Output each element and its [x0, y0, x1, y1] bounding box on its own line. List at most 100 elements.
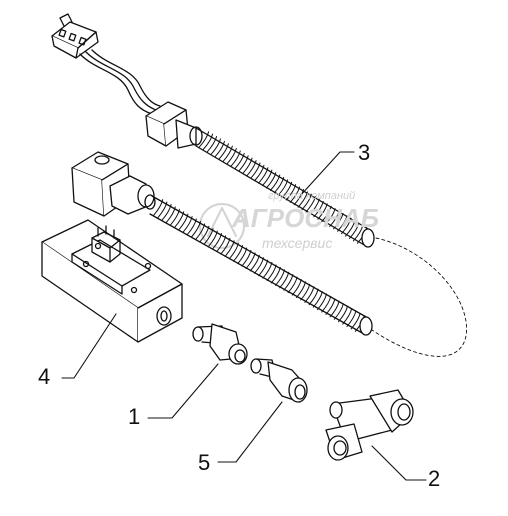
leader-2 [371, 445, 427, 481]
thread-ridge [246, 160, 257, 177]
thread-ridge [297, 191, 308, 208]
thread-ridge [222, 145, 233, 163]
callout-3: 3 [358, 140, 371, 165]
thread-ridge [161, 203, 172, 221]
thread-ridge [283, 274, 294, 291]
thread-ridge [275, 269, 285, 286]
thread-ridge [341, 217, 352, 235]
watermark-emblem-icon [199, 203, 245, 249]
thread-ridge [199, 225, 210, 243]
thread-ridge [304, 286, 315, 303]
thread-ridge [216, 235, 227, 253]
thread-ridge [224, 240, 235, 257]
leader-5 [217, 401, 283, 463]
thread-ridge [210, 138, 221, 155]
thread-ridge [312, 291, 323, 308]
thread-ridge [300, 283, 311, 301]
thread-ridge [325, 208, 336, 225]
thread-ridge [273, 176, 285, 194]
fitting-part-5 [250, 358, 308, 403]
thread-ridge [350, 312, 361, 330]
watermark-line2: АГРОСНАБ [232, 203, 380, 233]
thread-ridge [258, 167, 269, 184]
thread-ridge [250, 162, 261, 179]
elbow-tee-part-2 [325, 389, 414, 461]
thread-ridge [342, 308, 353, 325]
thread-ridge [249, 254, 260, 272]
threaded-tube-upper [195, 127, 375, 248]
callout-1: 1 [128, 404, 141, 429]
thread-ridge [329, 210, 340, 227]
thread-ridge [228, 242, 239, 260]
solenoid-coil [71, 151, 156, 217]
watermark-line1: группа компаний [268, 190, 356, 202]
thread-ridge [245, 252, 256, 269]
thread-ridge [352, 225, 364, 242]
thread-ridge [338, 305, 348, 323]
thread-ridge [296, 281, 306, 298]
leader-3 [299, 151, 355, 197]
thread-ridge [309, 198, 320, 215]
thread-ridge [277, 179, 289, 196]
thread-ridge [329, 300, 340, 318]
thread-ridge [241, 249, 252, 267]
thread-ridge [157, 201, 168, 219]
thread-ridge [348, 222, 360, 239]
thread-ridge [317, 203, 328, 220]
thread-ridge [262, 169, 273, 187]
thread-ridge [226, 148, 237, 165]
thread-ridge [337, 215, 348, 232]
valve-block [41, 219, 183, 343]
thread-ridge [170, 208, 180, 226]
thread-ridge [191, 220, 201, 238]
thread-ridge [258, 259, 269, 277]
thread-ridge [289, 186, 301, 203]
thread-ridge [269, 174, 281, 191]
thread-ridge [333, 212, 344, 230]
sensor-head [145, 101, 203, 149]
thread-ridge [262, 262, 273, 279]
thread-ridge [195, 223, 206, 240]
thread-ridge [214, 140, 225, 158]
thread-ridge [254, 164, 265, 182]
thread-ridge [238, 155, 249, 172]
thread-ridge [279, 271, 290, 289]
thread-ridge [301, 193, 312, 211]
thread-ridge [291, 278, 302, 296]
phantom-line [371, 237, 467, 357]
thread-ridge [153, 199, 164, 216]
thread-ridge [321, 205, 332, 223]
thread-ridge [270, 266, 281, 284]
leader-4 [61, 313, 117, 379]
thread-ridge [346, 310, 357, 328]
fitting-part-1 [192, 323, 248, 365]
thread-ridge [174, 211, 185, 228]
thread-ridge [293, 188, 304, 206]
callout-2: 2 [428, 466, 441, 491]
thread-ridge [203, 228, 214, 245]
thread-ridge [285, 184, 297, 201]
thread-ridge [207, 230, 218, 248]
callout-4: 4 [38, 364, 51, 389]
thread-ridge [178, 213, 189, 231]
thread-ridge [186, 218, 197, 236]
thread-ridge [234, 152, 245, 170]
thread-ridge [287, 276, 298, 294]
connector-plug [51, 13, 99, 59]
thread-ridge [308, 288, 319, 306]
wire-bundle [79, 49, 161, 115]
callout-5: 5 [198, 450, 211, 475]
thread-ridge [233, 245, 243, 262]
thread-ridge [313, 200, 324, 218]
thread-ridge [265, 172, 277, 189]
thread-ridge [218, 143, 229, 160]
thread-ridge [182, 216, 193, 233]
thread-ridge [317, 293, 327, 311]
leader-lines [61, 151, 427, 481]
thread-ridge [198, 131, 210, 148]
thread-ridge [325, 298, 336, 315]
thread-ridge [230, 150, 241, 167]
watermark-line3: техсервис [262, 235, 333, 251]
thread-ridge [305, 196, 316, 213]
